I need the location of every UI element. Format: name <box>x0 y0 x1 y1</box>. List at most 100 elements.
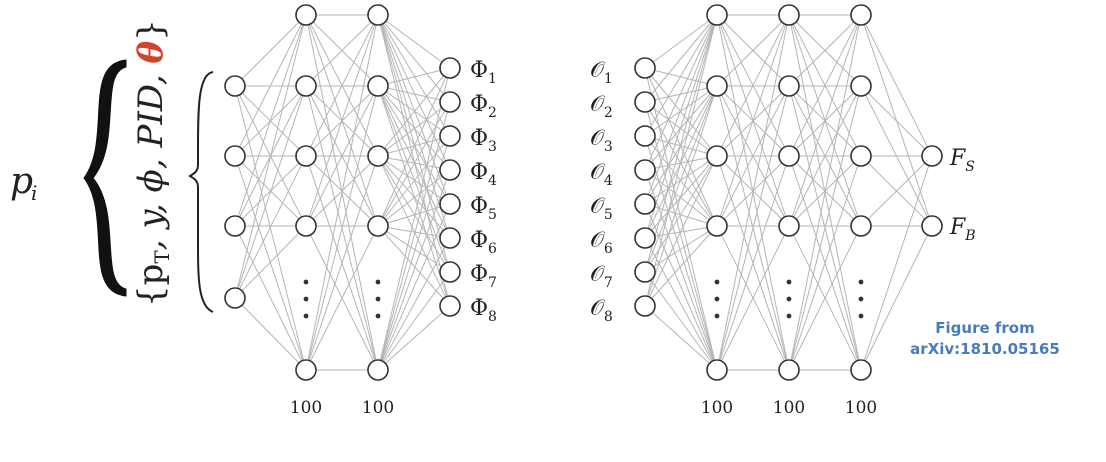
ellipsis-dots <box>303 279 864 319</box>
connection-edge <box>377 85 451 273</box>
connection-edge <box>377 14 451 239</box>
connection-edge <box>644 67 718 371</box>
feature-list: {pT, y, ϕ, PID, θ} <box>131 19 174 307</box>
connection-edge <box>644 203 718 371</box>
connection-edge <box>788 85 862 371</box>
output-node-phi <box>439 295 461 317</box>
ellipsis-dot <box>303 296 309 302</box>
hidden-node <box>295 4 317 26</box>
connection-edge <box>644 305 718 371</box>
connection-edge <box>305 85 379 227</box>
output-label-phi-7: Φ7 <box>470 262 497 291</box>
output-label-f-b: FB <box>949 215 976 244</box>
output-label-phi-2: Φ2 <box>470 92 497 121</box>
input-node-o <box>634 125 656 147</box>
layer-size-label: 100 <box>773 398 805 418</box>
connection-edge <box>377 155 451 239</box>
connection-edge <box>377 85 451 103</box>
connection-edge <box>234 225 307 299</box>
connection-edge <box>644 14 718 205</box>
hidden-node <box>706 359 728 381</box>
connection-edge <box>644 14 718 273</box>
connection-edge <box>305 14 379 227</box>
hidden-node <box>367 145 389 167</box>
output-label-phi-8: Φ8 <box>470 296 497 325</box>
big-curly-brace <box>83 59 127 297</box>
input-node-o <box>634 227 656 249</box>
input-node <box>224 215 246 237</box>
input-node-o <box>634 261 656 283</box>
hidden-node <box>850 215 872 237</box>
connection-edge <box>716 14 790 227</box>
connection-edge <box>644 135 718 157</box>
connection-edge <box>860 155 933 371</box>
output-node-phi <box>439 159 461 181</box>
ellipsis-dot <box>375 296 381 302</box>
connection-edge <box>644 135 718 371</box>
connection-edge <box>644 14 718 171</box>
connection-edge <box>377 155 451 273</box>
connection-edge <box>377 85 451 239</box>
connection-edge <box>644 85 718 273</box>
hidden-node <box>367 215 389 237</box>
connection-edge <box>788 155 862 371</box>
connection-edge <box>377 85 451 137</box>
connection-edge <box>377 203 451 371</box>
hidden-node <box>778 359 800 381</box>
figure-caption: Figure from arXiv:1810.05165 <box>905 318 1065 360</box>
connection-edge <box>644 14 718 69</box>
input-node-o <box>634 91 656 113</box>
input-node-o <box>634 159 656 181</box>
connection-edge <box>377 155 451 307</box>
connection-edge <box>716 14 790 371</box>
layer-size-label: 100 <box>845 398 877 418</box>
connection-edge <box>377 305 451 371</box>
connection-edge <box>377 135 451 227</box>
connection-edge <box>644 14 718 137</box>
connection-edge <box>377 169 451 227</box>
connection-edge <box>788 225 862 371</box>
connection-edge <box>644 169 718 227</box>
hidden-node <box>850 145 872 167</box>
hidden-node <box>850 4 872 26</box>
connection-edge <box>377 101 451 227</box>
connection-edge <box>377 14 451 137</box>
connection-edge <box>716 225 790 371</box>
ellipsis-dot <box>858 296 864 302</box>
connection-edge <box>788 85 862 227</box>
input-node <box>224 75 246 97</box>
connection-edge <box>644 85 718 307</box>
connection-edge <box>644 237 718 371</box>
output-label-f-s: FS <box>949 146 975 175</box>
input-label-o-7: 𝒪7 <box>590 262 613 291</box>
connection-edge <box>305 14 379 371</box>
ellipsis-dot <box>714 313 720 319</box>
connection-edge <box>716 14 790 87</box>
connection-edge <box>377 155 451 205</box>
connection-edge <box>305 225 379 371</box>
hidden-node <box>367 4 389 26</box>
connection-edge <box>644 225 718 273</box>
connection-edge <box>644 169 718 371</box>
hidden-node <box>778 145 800 167</box>
connection-edge <box>377 67 451 87</box>
connection-edge <box>377 101 451 157</box>
particle-symbol: p <box>10 161 33 202</box>
hidden-node <box>706 75 728 97</box>
connection-edge <box>644 67 718 227</box>
right-input-labels: 𝒪1 𝒪2 𝒪3 𝒪4 𝒪5 𝒪6 𝒪7 𝒪8 <box>590 58 613 325</box>
connection-edge <box>377 14 451 307</box>
connection-edge <box>644 225 718 307</box>
input-label-o-4: 𝒪4 <box>590 160 613 189</box>
connection-edge <box>305 14 379 157</box>
connection-edge <box>644 135 718 227</box>
connection-edge <box>788 14 862 87</box>
ellipsis-dot <box>786 313 792 319</box>
connection-edge <box>234 155 307 371</box>
connection-edge <box>860 225 933 371</box>
hidden-node <box>778 4 800 26</box>
hidden-node <box>706 4 728 26</box>
connection-edge <box>644 14 718 103</box>
connection-edge <box>234 85 307 299</box>
connection-edge <box>377 225 451 273</box>
